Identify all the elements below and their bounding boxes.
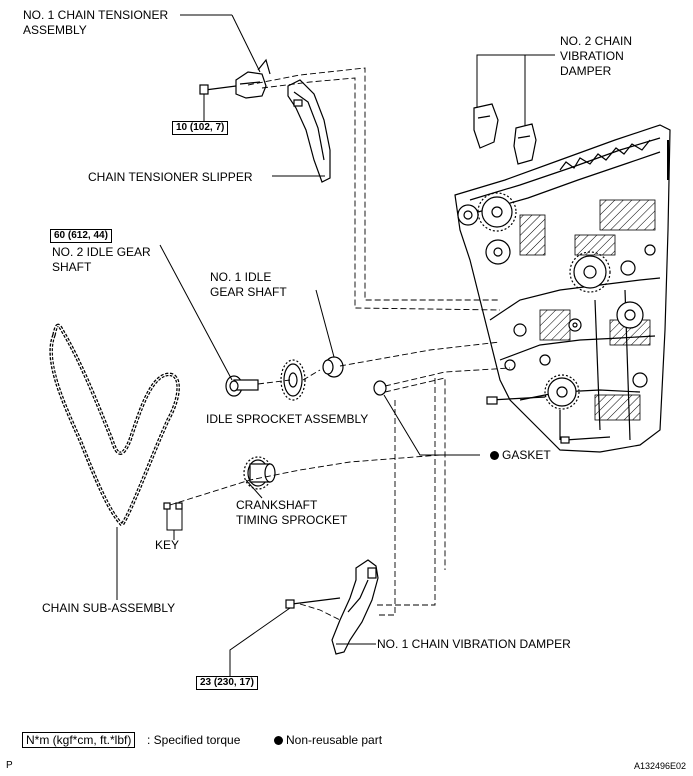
corner-right-code: A132496E02: [634, 761, 687, 771]
alignment-lines: [169, 67, 511, 621]
corner-left-code: P: [6, 760, 13, 771]
label-tensioner-assembly: NO. 1 CHAIN TENSIONER ASSEMBLY: [23, 8, 169, 37]
idle-sprocket-part: [280, 359, 306, 401]
idle-gear-shaft-2-part: [225, 375, 259, 397]
label-vibration-damper-2: NO. 2 CHAIN VIBRATION DAMPER: [560, 34, 633, 78]
engine-block-illustration: [454, 124, 671, 453]
vibration-damper-1-part: [331, 559, 379, 655]
torque-tensioner-bolt: 10 (102, 7): [172, 121, 229, 135]
chain-tensioner-part: [199, 58, 271, 99]
nonreusable-legend-dot-icon: [274, 736, 283, 745]
label-idle-gear-shaft-2: NO. 2 IDLE GEAR SHAFT: [52, 245, 151, 274]
vibration-damper-2-part: [473, 103, 537, 165]
label-key: KEY: [155, 538, 180, 552]
crank-sprocket-part: [243, 456, 276, 490]
tensioner-slipper-part: [287, 79, 331, 183]
label-vibration-damper-1: NO. 1 CHAIN VIBRATION DAMPER: [377, 637, 571, 651]
legend-torque-text: : Specified torque: [147, 733, 241, 747]
nonreusable-dot-icon: [490, 451, 499, 460]
label-idle-sprocket: IDLE SPROCKET ASSEMBLY: [206, 412, 369, 426]
gasket-text: GASKET: [502, 448, 551, 462]
chain-sub-assembly-part: [49, 323, 180, 528]
label-tensioner-slipper: CHAIN TENSIONER SLIPPER: [88, 170, 253, 184]
label-idle-gear-shaft-1: NO. 1 IDLE GEAR SHAFT: [210, 270, 287, 299]
legend-nonreusable: Non-reusable part: [274, 733, 382, 748]
label-gasket: GASKET: [490, 448, 551, 463]
legend-torque-unit: N*m (kgf*cm, ft.*lbf): [22, 732, 136, 748]
label-chain-sub-assembly: CHAIN SUB-ASSEMBLY: [42, 601, 176, 615]
idle-gear-shaft-1-part: [322, 356, 344, 378]
torque-idle-shaft-bolt: 60 (612, 44): [50, 229, 112, 243]
torque-damper-bolt: 23 (230, 17): [196, 676, 258, 690]
label-crank-sprocket: CRANKSHAFT TIMING SPROCKET: [236, 498, 348, 527]
legend-nonreusable-text: Non-reusable part: [286, 733, 383, 747]
gasket-part: [373, 380, 387, 396]
